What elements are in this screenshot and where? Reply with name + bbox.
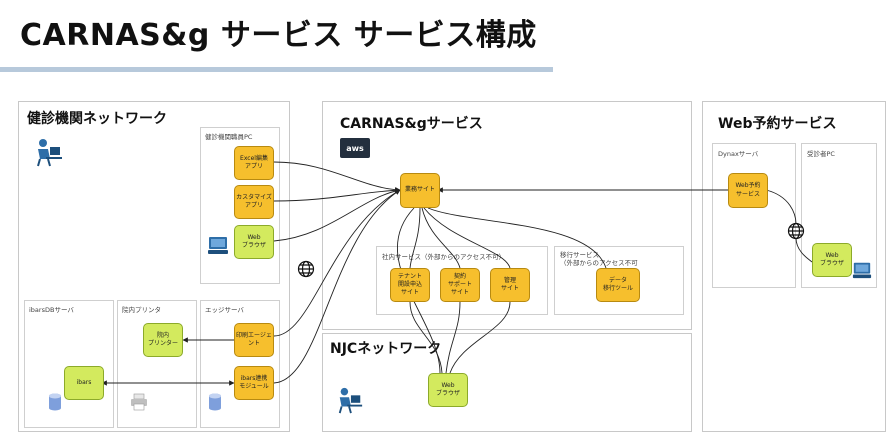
edge-server-label: エッジサーバ <box>205 306 244 314</box>
examinee-computer-icon <box>852 262 872 279</box>
examinee-web-browser-node: Web ブラウザ <box>812 243 852 277</box>
ibars-node: ibars <box>64 366 104 400</box>
globe-icon-health <box>297 260 315 278</box>
person-at-desk-icon <box>37 139 62 167</box>
staff-web-browser-node: Web ブラウザ <box>234 225 274 259</box>
admin-site-node: 管理 サイト <box>490 268 530 302</box>
customize-app-node: カスタマイズ アプリ <box>234 185 274 219</box>
ibars-link-module-node: ibars連携 モジュール <box>234 366 274 400</box>
contract-support-site-node: 契約 サポート サイト <box>440 268 480 302</box>
data-migration-tool-node: データ 移行ツール <box>596 268 640 302</box>
web-reservation-service-node: Web予約 サービス <box>728 173 768 208</box>
printer-icon <box>131 393 147 411</box>
staff-pc-label: 健診機関職員PC <box>205 133 253 141</box>
internal-services-label: 社内サービス（外部からのアクセス不可） <box>382 253 506 261</box>
dynax-server-label: Dynaxサーバ <box>718 150 759 158</box>
njc-title: NJCネットワーク <box>330 341 442 357</box>
printer-group-label: 院内プリンタ <box>122 306 161 314</box>
ibars-db-label: ibarsDBサーバ <box>29 306 74 314</box>
migration-services-label: 移行サービス （外部からのアクセス不可 <box>560 251 638 268</box>
title-underline <box>0 67 553 72</box>
server-icon <box>209 393 221 411</box>
aws-logo: aws <box>340 138 370 158</box>
person-at-desk-icon-njc <box>338 387 363 414</box>
globe-icon-web <box>787 222 805 240</box>
excel-app-node: Excel編集 アプリ <box>234 146 274 180</box>
staff-computer-icon <box>208 237 228 254</box>
carnas-title: CARNAS&gサービス <box>340 116 483 132</box>
web-reservation-title: Web予約サービス <box>718 116 837 132</box>
health-network-title: 健診機関ネットワーク <box>27 111 167 127</box>
database-icon <box>49 393 61 411</box>
tenant-signup-site-node: テナント 開設申込 サイト <box>390 268 430 302</box>
ibars-db-group <box>24 300 114 428</box>
examinee-pc-label: 受診者PC <box>807 150 835 158</box>
business-site-node: 業務サイト <box>400 173 440 208</box>
print-agent-node: 印刷エージェ ント <box>234 323 274 357</box>
printer-group <box>117 300 197 428</box>
edge-server-group <box>200 300 280 428</box>
printer-node: 院内 プリンター <box>143 323 183 357</box>
njc-web-browser-node: Web ブラウザ <box>428 373 468 407</box>
page-title: CARNAS&g サービス サービス構成 <box>20 18 537 53</box>
dynax-server-group <box>712 143 796 288</box>
